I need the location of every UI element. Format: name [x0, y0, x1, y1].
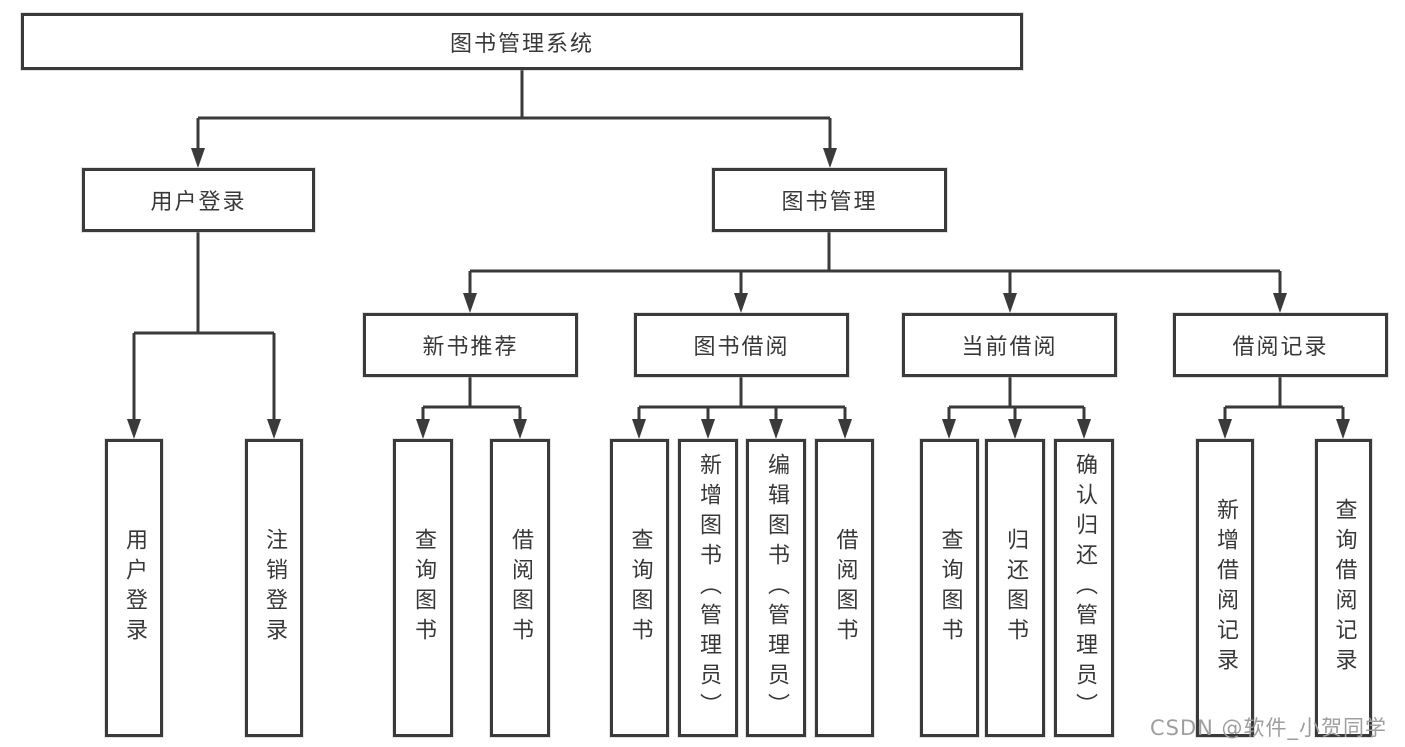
leaf-user-login: 用户登录: [105, 439, 163, 737]
node-root: 图书管理系统: [21, 13, 1023, 70]
leaf-bb-borrow-books: 借阅图书: [815, 439, 874, 737]
leaf-nbr-borrow-books: 借阅图书: [490, 439, 550, 737]
node-book-borrowing: 图书借阅: [634, 313, 849, 377]
node-current-borrowing: 当前借阅: [902, 313, 1117, 377]
leaf-cb-query-books: 查询图书: [920, 439, 979, 737]
leaf-nbr-query-books: 查询图书: [393, 439, 453, 737]
node-book-management: 图书管理: [712, 168, 947, 232]
node-borrowing-records: 借阅记录: [1173, 313, 1388, 377]
node-new-book-recommendation: 新书推荐: [363, 313, 578, 377]
watermark: CSDN @软件_小贺同学: [1150, 716, 1388, 740]
leaf-br-query-borrow-record: 查询借阅记录: [1315, 439, 1372, 737]
node-user-login: 用户登录: [82, 168, 315, 232]
leaf-logout: 注销登录: [245, 439, 303, 737]
leaf-bb-add-book-admin: 新增图书（管理员）: [678, 439, 738, 737]
leaf-bb-edit-book-admin: 编辑图书（管理员）: [746, 439, 806, 737]
leaf-br-add-borrow-record: 新增借阅记录: [1196, 439, 1254, 737]
leaf-cb-return-books: 归还图书: [985, 439, 1045, 737]
leaf-cb-confirm-return-admin: 确认归还（管理员）: [1054, 439, 1114, 737]
leaf-bb-query-books: 查询图书: [610, 439, 669, 737]
